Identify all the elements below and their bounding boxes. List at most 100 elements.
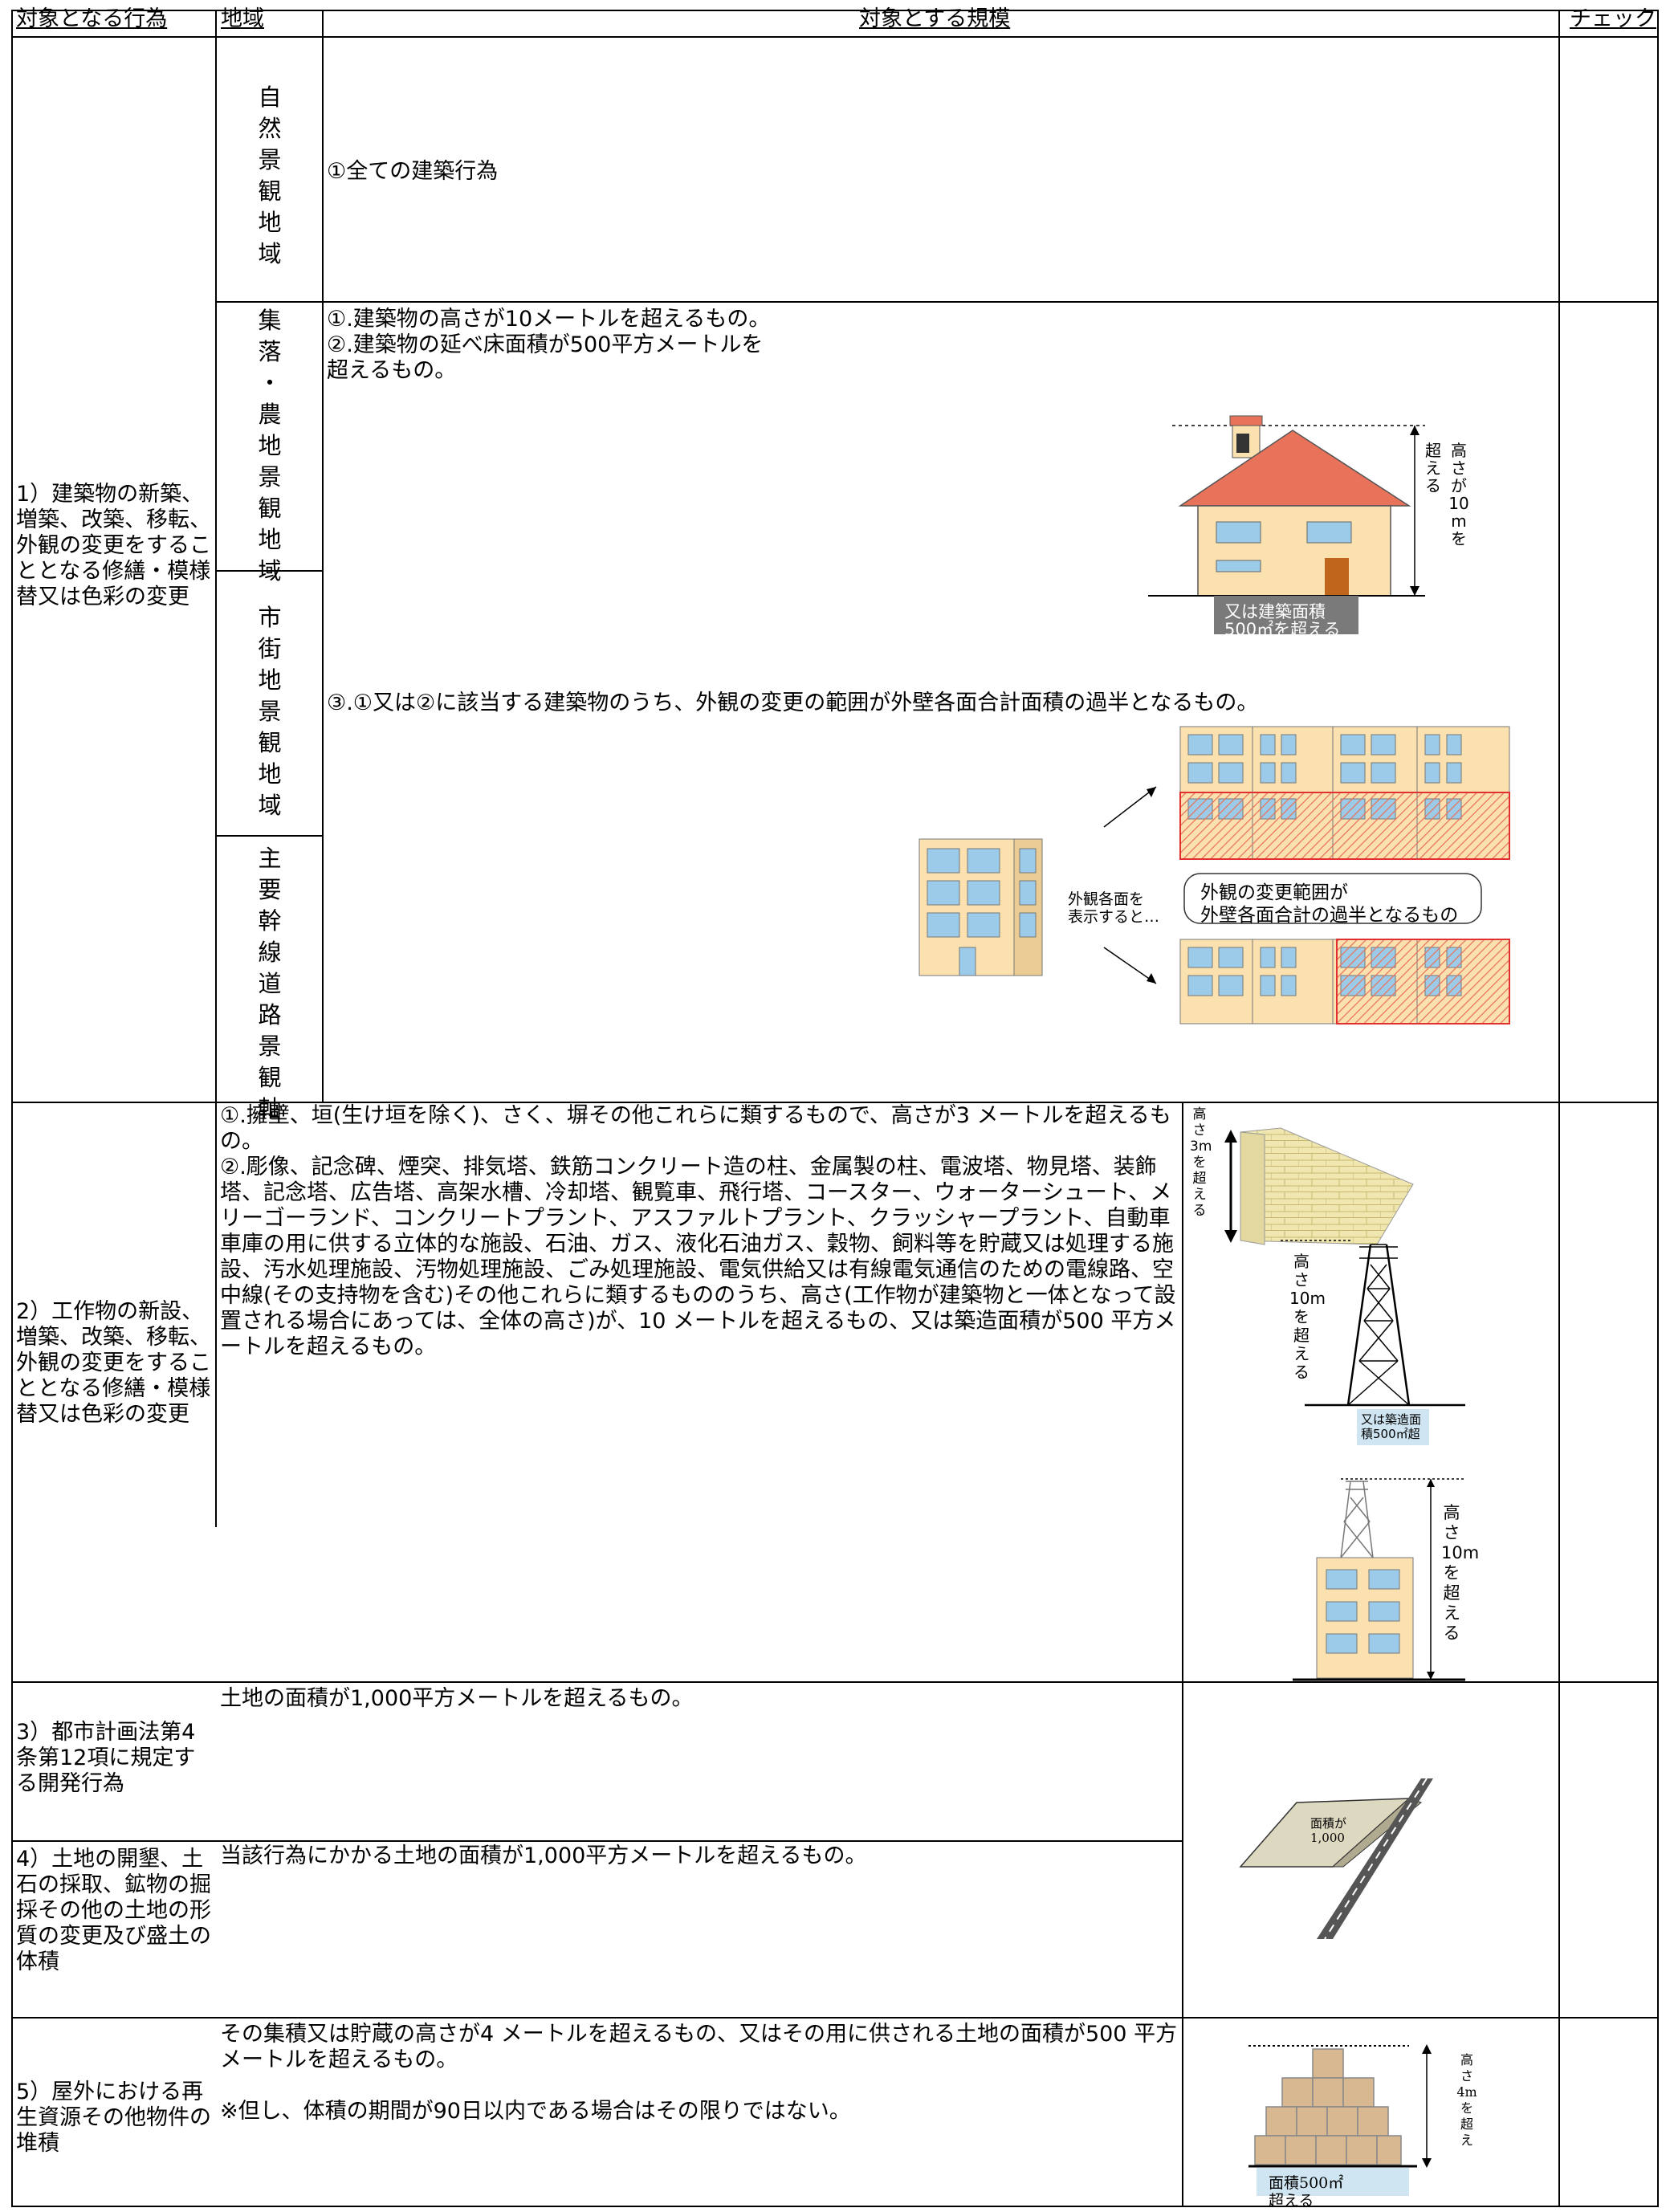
roof-tower-label-char: 高 [1443,1503,1460,1522]
area-road-char: 路 [258,1001,282,1029]
area-road-char: 観 [258,1064,282,1091]
area-natural: 自然景観地域 [254,82,286,270]
area-village-char: ・ [258,369,282,397]
wall-label-char: 高 [1192,1106,1207,1122]
header-act: 対象となる行為 [16,6,168,31]
wall-label-char: る [1192,1203,1207,1219]
row1-scale-1: ①.建築物の高さが10メートルを超えるもの。 [327,307,771,332]
area-village-char: 観 [258,495,282,522]
area-city-char: 景 [258,698,282,725]
bubble-text-1: 外観の変更範囲が [1200,882,1348,903]
roof-tower-label-char: さ [1443,1523,1460,1542]
area-road-char: 景 [258,1033,282,1060]
area-natural-char: 景 [258,146,282,173]
area-city-char: 域 [258,792,282,819]
header-area: 地域 [221,6,264,31]
row2-scale-1: ①.擁壁、垣(生け垣を除く)、さく、塀その他これらに類するもので、高さが3 メー… [220,1103,1171,1154]
wall-label-char: さ [1192,1122,1207,1139]
stack-label-char: 超 [1460,2116,1473,2132]
row5-scale-2: ※但し、体積の期間が90日以内である場合はその限りではない。 [220,2099,851,2124]
stack-illustration [1248,2044,1432,2196]
header-check: チェック [1570,6,1656,31]
area-city-char: 観 [258,729,282,756]
roof-tower-label-char: る [1443,1623,1460,1643]
area-city: 市街地景観地域 [254,602,286,821]
stack-label-char: え [1460,2133,1473,2148]
bubble-text-2: 外壁各面合計の過半となるもの [1200,905,1459,926]
house-height-char: る [1425,476,1441,495]
tower-height-label: 高さ10mを超える [1289,1252,1326,1382]
roof-tower-label-char: え [1443,1603,1460,1623]
wall-height-label: 高さ3mを超える [1190,1106,1212,1219]
row5-act: 5）屋外における再生資源その他物件の堆積 [16,2080,211,2156]
area-natural-char: 自 [258,84,282,111]
area-natural-char: 地 [258,209,282,236]
house-height-char: 高 [1451,441,1467,460]
stack-height-label: 高さ4mを超え [1456,2052,1477,2149]
land-illustration [1239,1778,1433,1940]
area-road-char: 線 [258,939,282,966]
stack-label-char: 4m [1456,2084,1477,2100]
roof-tower-label-char: 超 [1443,1583,1460,1603]
house-area-label-2: 500㎡を超える [1224,620,1341,639]
row3-scale: 土地の面積が1,000平方メートルを超えるもの。 [220,1686,694,1711]
natural-scale: ①全ての建築行為 [327,159,499,184]
row1-scale-2: ②.建築物の延べ床面積が500平方メートルを [327,332,764,357]
stack-label-char: さ [1460,2068,1473,2084]
land-label-2: 1,000 [1310,1831,1345,1845]
area-village-char: 域 [258,557,282,585]
row2-act: 2）工作物の新設、増築、改築、移転、外観の変更をすることとなる修繕・模様替又は色… [16,1299,211,1427]
stack-area-label-2: 超える [1269,2192,1314,2210]
house-height-char: さ [1451,458,1467,478]
area-road-char: 道 [258,970,282,997]
house-height-char: え [1425,458,1441,478]
roof-tower-label-char: 10 [1441,1543,1463,1562]
area-road-char: 軸 [258,1095,282,1122]
roof-tower-label-char: を [1443,1563,1460,1583]
row4-act: 4）土地の開墾、土石の採取、鉱物の掘採その他の土地の形質の変更及び盛土の体積 [16,1847,211,1974]
area-city-char: 地 [258,666,282,694]
area-natural-char: 域 [258,240,282,267]
wall-label-char: を [1192,1155,1207,1171]
row1-scale-3: ③.①又は②に該当する建築物のうち、外観の変更の範囲が外壁各面合計面積の過半とな… [327,690,1259,715]
area-road-char: 幹 [258,907,282,935]
roof-tower-height-label: 高さ10mを超える [1441,1503,1479,1644]
wall-label-char: え [1192,1187,1207,1203]
area-village-char: 景 [258,463,282,491]
stack-label-char: を [1460,2100,1473,2116]
area-village-char: 地 [258,432,282,459]
tower-label-char: を [1293,1307,1310,1326]
house-height-char: を [1451,529,1467,548]
facade-label-2: 表示すると… [1068,908,1160,926]
wall-label-char: 超 [1192,1171,1207,1187]
tower-label-char: m [1310,1289,1326,1308]
tower-label-char: え [1293,1344,1310,1363]
area-city-char: 市 [258,604,282,631]
wall-label-char: 3m [1190,1139,1212,1155]
area-natural-char: 然 [258,115,282,142]
tower-area-label-1: 又は築造面 [1361,1412,1422,1427]
land-label-1: 面積が [1310,1816,1347,1831]
house-height-char: が [1451,476,1467,495]
roof-tower-illustration [1293,1478,1465,1681]
area-village-char: 農 [258,401,282,428]
row3-act: 3）都市計画法第4条第12項に規定する開発行為 [16,1720,196,1796]
area-village-char: 地 [258,526,282,553]
house-height-char: 10 [1448,494,1469,513]
house-height-char: m [1451,511,1467,531]
tower-label-char: 10 [1289,1289,1310,1308]
area-village-char: 落 [258,338,282,365]
tower-area-label-2: 積500㎡超 [1361,1427,1420,1441]
row1-scale-2b: 超えるもの。 [327,358,457,383]
stack-area-label-1: 面積500㎡ [1269,2174,1344,2192]
house-height-char: 超 [1425,441,1441,460]
wall-illustration [1224,1127,1414,1245]
tower-illustration [1281,1240,1465,1445]
house-illustration [1148,415,1425,634]
tower-label-char: 高 [1293,1252,1310,1271]
tower-label-char: 超 [1293,1326,1310,1345]
area-city-char: 地 [258,760,282,788]
area-village: 集落・農地景観地域 [254,305,286,587]
row5-scale-1: その集積又は貯蔵の高さが4 メートルを超えるもの、又はその用に供される土地の面積… [220,2022,1178,2072]
area-village-char: 集 [258,307,282,334]
